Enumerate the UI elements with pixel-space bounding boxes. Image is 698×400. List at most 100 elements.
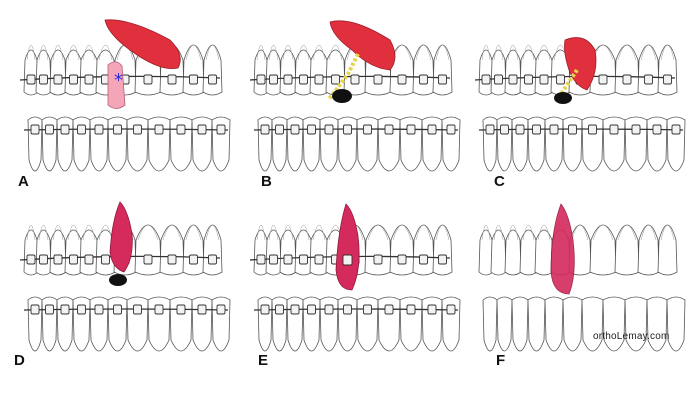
lower-bracket xyxy=(113,304,122,315)
lower-bracket xyxy=(343,124,352,135)
panel-label-c: C xyxy=(494,173,505,190)
lower-tooth xyxy=(666,296,686,352)
upper-bracket xyxy=(84,254,94,265)
upper-bracket xyxy=(419,254,428,265)
impacted-canine xyxy=(104,19,181,69)
tooth-root-line xyxy=(522,224,535,241)
lower-bracket xyxy=(671,124,681,135)
lower-bracket xyxy=(652,124,662,135)
upper-tooth xyxy=(412,44,435,96)
upper-bracket xyxy=(397,254,407,265)
tooth-root-line xyxy=(205,224,220,241)
lower-tooth xyxy=(169,116,193,172)
upper-bracket xyxy=(167,74,177,85)
upper-bracket xyxy=(397,74,407,85)
upper-tooth xyxy=(657,44,678,96)
tooth-root-line xyxy=(256,224,266,241)
lower-bracket xyxy=(588,124,597,135)
lower-tooth xyxy=(511,296,529,352)
lower-tooth xyxy=(624,296,648,352)
upper-tooth xyxy=(79,229,99,276)
tooth-root-line xyxy=(481,44,491,61)
tooth-root-line xyxy=(162,224,182,241)
upper-bracket xyxy=(373,74,383,85)
tooth-root-line xyxy=(660,224,675,241)
tooth-root-line xyxy=(617,224,637,241)
lower-bracket xyxy=(154,124,164,135)
upper-tooth xyxy=(657,224,678,276)
lower-tooth xyxy=(107,116,128,172)
upper-tooth xyxy=(202,44,223,96)
lower-tooth xyxy=(319,296,339,352)
lower-bracket xyxy=(290,124,300,135)
lower-bracket xyxy=(363,124,372,135)
tooth-root-line xyxy=(98,44,113,61)
tooth-root-line xyxy=(312,224,326,241)
primary-canine xyxy=(107,61,126,109)
lower-bracket xyxy=(60,304,70,315)
tooth-root-line xyxy=(26,44,36,61)
upper-bracket xyxy=(143,74,153,85)
lower-bracket xyxy=(154,304,164,315)
panel-d xyxy=(19,201,231,352)
upper-tooth xyxy=(309,229,329,276)
lower-bracket xyxy=(275,304,284,315)
panel-a: * xyxy=(19,19,231,172)
lower-bracket xyxy=(30,124,40,135)
upper-tooth xyxy=(490,49,507,96)
lower-tooth xyxy=(337,116,358,172)
upper-tooth xyxy=(534,49,554,96)
upper-bracket xyxy=(39,254,48,265)
upper-tooth xyxy=(294,49,313,96)
upper-bracket xyxy=(556,74,565,85)
upper-bracket xyxy=(101,254,110,265)
lower-tooth xyxy=(356,296,379,352)
lower-tooth xyxy=(147,296,171,352)
tooth-root-line xyxy=(415,44,432,61)
lower-tooth xyxy=(602,296,626,352)
upper-tooth xyxy=(79,49,99,96)
upper-tooth xyxy=(159,224,185,276)
tooth-root-line xyxy=(507,224,519,241)
upper-tooth xyxy=(265,229,282,276)
tooth-root-line xyxy=(415,224,432,241)
upper-bracket xyxy=(481,74,491,85)
tooth-root-line xyxy=(185,224,202,241)
panel-label-a: A xyxy=(18,173,29,190)
upper-bracket xyxy=(598,74,608,85)
lower-bracket xyxy=(343,304,352,315)
lower-bracket xyxy=(307,124,316,135)
lower-bracket xyxy=(515,124,525,135)
lower-tooth xyxy=(126,296,149,352)
lower-tooth xyxy=(581,296,604,352)
upper-bracket xyxy=(69,74,78,85)
lower-tooth xyxy=(169,296,193,352)
upper-tooth xyxy=(279,229,297,276)
lower-tooth xyxy=(377,296,401,352)
upper-tooth xyxy=(504,229,522,276)
impacted-canine xyxy=(329,20,396,71)
tooth-root-line xyxy=(640,224,657,241)
upper-tooth xyxy=(309,49,329,96)
upper-bracket xyxy=(314,74,324,85)
upper-tooth xyxy=(534,229,554,276)
lower-bracket xyxy=(384,124,394,135)
lower-bracket xyxy=(77,124,86,135)
upper-bracket xyxy=(26,254,36,265)
tooth-root-line xyxy=(82,224,96,241)
upper-bracket xyxy=(208,74,217,85)
lower-tooth xyxy=(646,296,668,352)
lower-tooth xyxy=(356,116,379,172)
watermark: orthoLemay.com xyxy=(593,331,670,342)
panel-f xyxy=(478,203,686,352)
upper-bracket xyxy=(438,74,447,85)
upper-tooth xyxy=(134,224,162,276)
tooth-root-line xyxy=(537,44,551,61)
upper-bracket xyxy=(143,254,153,265)
tooth-root-line xyxy=(82,44,96,61)
extraction-space xyxy=(332,89,352,103)
lower-bracket xyxy=(260,124,270,135)
upper-tooth xyxy=(519,49,538,96)
aligned-canine xyxy=(335,203,360,291)
